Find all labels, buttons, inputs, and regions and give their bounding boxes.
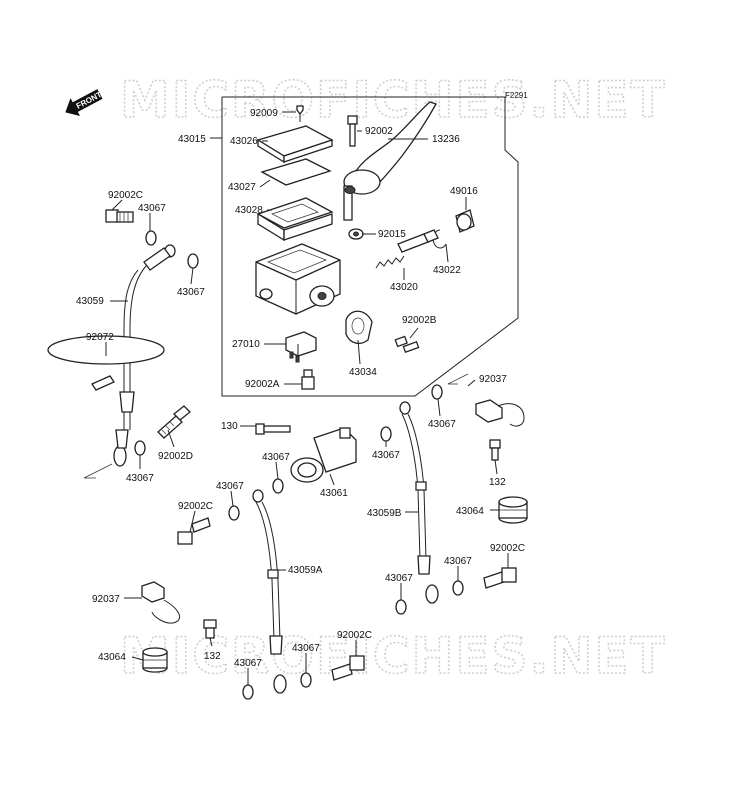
brake-hose-43059 [47,244,176,467]
label-92037-left: 92037 [92,594,120,605]
circlip-43022 [432,229,447,249]
washer-43067-h [452,580,464,596]
grommet-43064-left [142,647,168,673]
label-92072: 92072 [86,332,114,343]
washer-43067-e [380,426,392,442]
label-92002D: 92002D [158,451,193,462]
label-132-right: 132 [489,477,506,488]
label-43064-right: 43064 [456,506,484,517]
bolt-92002C-right [483,567,517,589]
label-92002C-right: 92002C [490,543,525,554]
label-27010: 27010 [232,339,260,350]
label-43015: 43015 [178,134,206,145]
bolt-92002 [347,115,358,147]
washer-43067-d [272,478,284,494]
label-43022: 43022 [433,265,461,276]
label-43067-k: 43067 [234,658,262,669]
washer-43067-k [242,684,254,700]
leader-lines [105,111,509,685]
front-arrow-icon: FRONT [65,89,103,117]
diaphragm-43028 [256,197,334,242]
label-43020: 43020 [390,282,418,293]
label-92009: 92009 [250,108,278,119]
label-92002B: 92002B [402,315,437,326]
screw-132-left [203,619,217,639]
label-132-left: 132 [204,651,221,662]
bolt-92002A [301,369,315,390]
label-92037-right: 92037 [479,374,507,385]
washer-43067-g [228,505,240,521]
label-92002: 92002 [365,126,393,137]
label-43028: 43028 [235,205,263,216]
piston-assy-43020 [375,229,439,269]
brake-hose-43059B [399,401,439,604]
master-cylinder-body [255,243,341,315]
washer-43067-i [395,599,407,615]
label-13236: 13236 [432,134,460,145]
bracket-92037-left [141,581,180,624]
label-43067-a: 43067 [138,203,166,214]
label-92002C-bottom: 92002C [337,630,372,641]
label-43067-i: 43067 [385,573,413,584]
screw-132-right [489,439,501,461]
label-43027: 43027 [228,182,256,193]
bracket-92037-right [475,399,525,427]
label-43026: 43026 [230,136,258,147]
washer-43067-j [300,672,312,688]
label-43067-f: 43067 [428,419,456,430]
switch-27010 [285,331,317,363]
holder-43034 [345,310,373,345]
label-43067-h: 43067 [444,556,472,567]
washer-43067-b [187,253,199,269]
label-43067-b: 43067 [177,287,205,298]
label-43064-left: 43064 [98,652,126,663]
screw-92009 [296,105,304,122]
nut-92015 [348,228,364,240]
bolt-92002C-topleft [105,209,134,223]
plate-43027 [260,158,332,186]
label-43034: 43034 [349,367,377,378]
boot-49016 [455,209,475,233]
bolt-92002B [394,335,420,354]
label-43067-g: 43067 [216,481,244,492]
label-43067-e: 43067 [372,450,400,461]
label-92002C-mid: 92002C [178,501,213,512]
label-43059: 43059 [76,296,104,307]
watermark-bottom: MICROFICHES.NET [120,627,667,685]
label-43067-c: 43067 [126,473,154,484]
bolt-92002C-bottom [331,655,365,681]
label-49016: 49016 [450,186,478,197]
label-92002A: 92002A [245,379,280,390]
bolt-92002C-mid [177,517,211,545]
label-43067-d: 43067 [262,452,290,463]
caliper-joint-43061 [290,427,357,483]
label-130: 130 [221,421,238,432]
washer-43067-a [145,230,157,246]
label-92015: 92015 [378,229,406,240]
washer-43067-f [431,384,443,400]
label-43059B: 43059B [367,508,402,519]
washer-43067-c [134,440,146,456]
arrow-left-lower [83,463,113,479]
figure-code: F2291 [505,91,528,100]
bolt-92002D [157,405,191,439]
brake-hose-43059A [252,489,287,694]
label-43061: 43061 [320,488,348,499]
bolt-130 [255,423,291,435]
arrow-right-upper [447,373,469,385]
label-92002C-topleft: 92002C [108,190,143,201]
watermark-top: MICROFICHES.NET [120,71,667,129]
grommet-43064-right [498,496,528,524]
reservoir-cap-43026 [256,125,334,164]
assembly-frame [221,96,519,397]
label-43067-j: 43067 [292,643,320,654]
label-43059A: 43059A [288,565,323,576]
brake-lever-13236 [343,101,437,221]
